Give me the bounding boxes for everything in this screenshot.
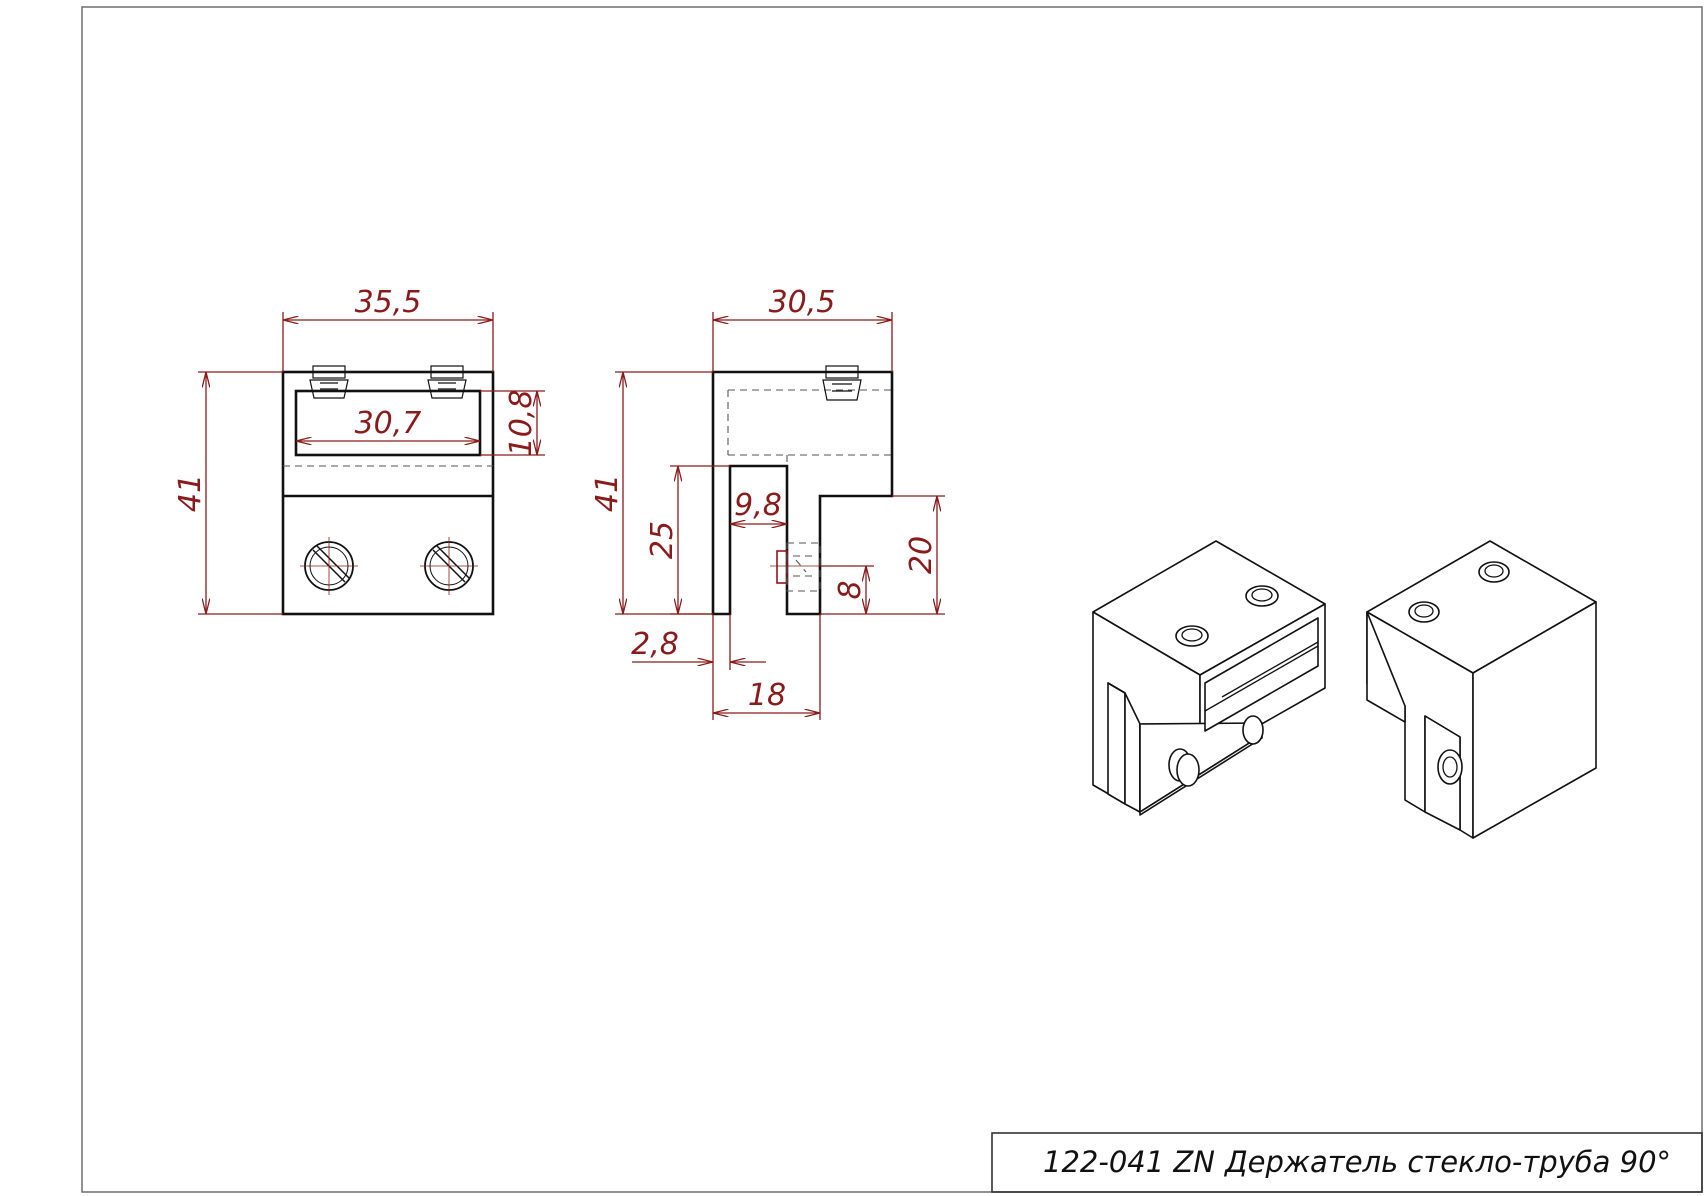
drawing-title: Держатель стекло-труба 90° [1223,1145,1671,1179]
title-block: 122-041 ZN Держатель стекло-труба 90° [991,1132,1703,1193]
dim-width-side: 30,5 [769,285,836,320]
dim-wall-thickness: 2,8 [631,627,679,662]
part-number: 122-041 ZN [1043,1145,1215,1179]
front-view: 35,5 41 30,7 10,8 [173,285,545,616]
dim-height-front: 41 [173,474,208,512]
dim-gap-height: 25 [645,521,680,559]
set-screw-left [309,365,349,399]
side-set-screw [822,365,862,401]
dim-height-side: 41 [590,474,625,512]
side-view: 30,5 41 25 9,8 20 8 2,8 18 [590,285,945,720]
dim-width-front: 35,5 [355,285,422,320]
dim-leg-height: 20 [904,536,939,574]
dim-slot-height: 10,8 [504,390,539,457]
dim-slot-width: 30,7 [355,406,422,441]
sheet-frame [81,6,1703,1193]
side-through-screw [770,542,838,592]
slotted-screw-right [420,537,478,595]
dim-screw-height: 8 [833,580,868,599]
dim-gap-width: 9,8 [734,488,782,523]
set-screw-right [427,365,467,399]
dim-base-width: 18 [748,678,786,713]
slotted-screw-left [300,537,358,595]
isometric-view-left [1092,540,1326,816]
isometric-view-right [1366,540,1597,839]
